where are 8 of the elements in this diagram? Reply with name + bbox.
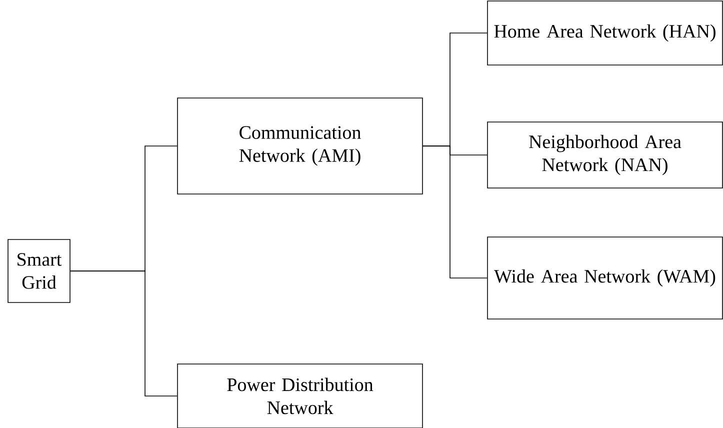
network-box: Smart Grid: [8, 239, 70, 303]
connector-line: [70, 270, 178, 396]
network-box: Neighborhood Area Network (NAN): [487, 122, 723, 188]
network-box: Wide Area Network (WAM): [487, 236, 723, 320]
network-box: Home Area Network (HAN): [487, 0, 723, 66]
connector-line: [422, 146, 488, 278]
network-box: Power Distribution Network: [177, 364, 423, 428]
network-box: Communication Network (AMI): [177, 98, 423, 194]
